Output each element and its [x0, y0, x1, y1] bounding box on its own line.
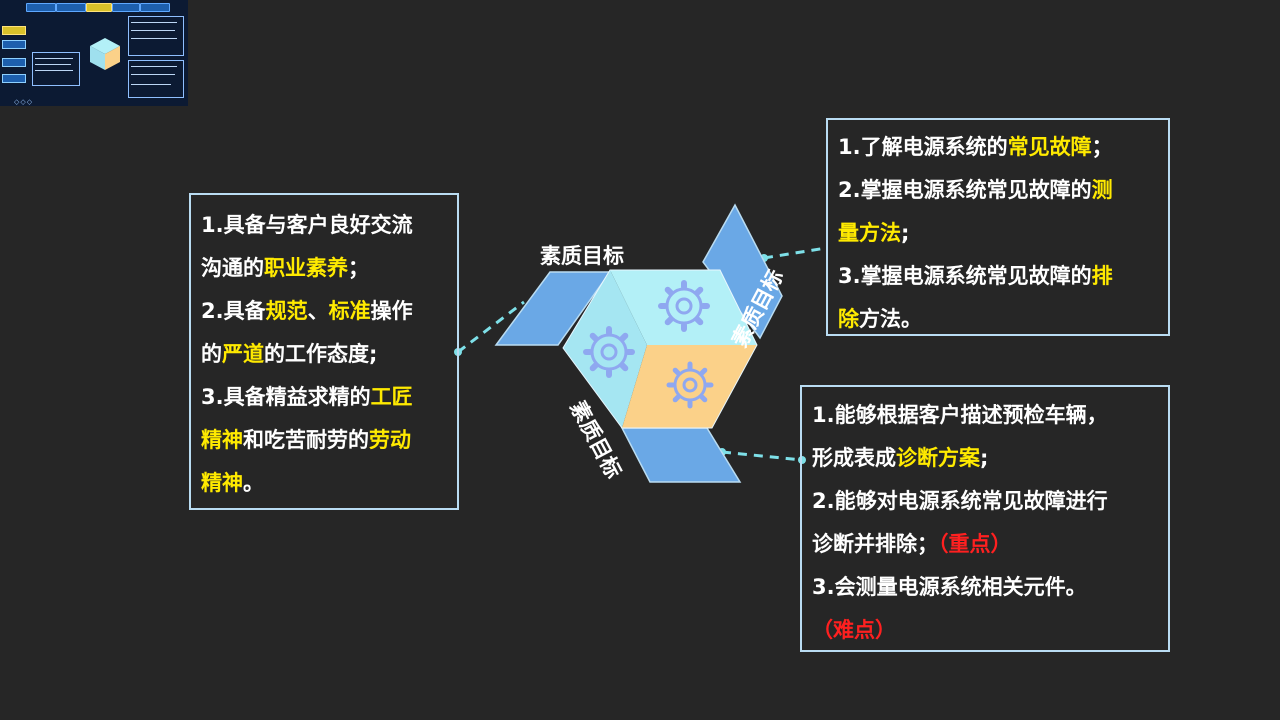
highlight-text: 排 [1091, 264, 1113, 288]
panel-top-right [702, 203, 783, 340]
text: 2.具备 [201, 299, 266, 323]
thumb-pill [2, 40, 26, 49]
text: 沟通的 [201, 256, 264, 280]
thumb-line [35, 58, 73, 59]
highlight-text: 严道 [222, 342, 264, 366]
highlight-text: 标准 [328, 299, 371, 323]
text: 的 [201, 342, 222, 366]
text: 的工作态度; [264, 342, 378, 366]
text: ; [980, 446, 989, 470]
thumb-pill [2, 74, 26, 83]
text: 形成表成 [812, 446, 896, 470]
highlight-text: 常见故障 [1007, 135, 1092, 159]
thumb-tab [56, 3, 86, 12]
text: 3.具备精益求精的 [201, 385, 371, 409]
text: 2.掌握电源系统常见故障的 [838, 178, 1092, 202]
panel-bottom [620, 427, 742, 483]
text: ； [348, 256, 369, 280]
thumb-line [131, 66, 177, 67]
text: ； [1091, 135, 1113, 159]
text: 1.具备与客户良好交流 [201, 213, 413, 237]
highlight-text: 劳动 [369, 428, 411, 452]
text: 和吃苦耐劳的 [243, 428, 369, 452]
thumb-box [32, 52, 80, 86]
card-quality-goals: 1.具备与客户良好交流 沟通的职业素养； 2.具备规范、标准操作 的严道的工作态… [189, 193, 459, 510]
gear-icon [666, 361, 714, 409]
card-knowledge-goals: 1.了解电源系统的常见故障； 2.掌握电源系统常见故障的测 量方法; 3.掌握电… [826, 118, 1170, 336]
gear-icon [583, 326, 635, 378]
text: 2.能够对电源系统常见故障进行 [812, 489, 1108, 513]
thumb-dots: ◇◇◇ [14, 98, 34, 106]
emphasis-text: （难点） [812, 618, 896, 642]
thumb-tab-active [86, 3, 112, 12]
highlight-text: 精神 [201, 471, 243, 495]
text: ; [901, 221, 910, 245]
highlight-text: 规范 [265, 299, 308, 323]
panel-left [494, 271, 612, 346]
thumb-line [131, 22, 177, 23]
text: 方法。 [859, 307, 922, 331]
highlight-text: 量方法 [838, 221, 901, 245]
highlight-text: 测 [1091, 178, 1113, 202]
thumb-pill [2, 58, 26, 67]
text: 、 [307, 299, 329, 323]
gear-icon [658, 280, 710, 332]
emphasis-text: （重点） [938, 532, 1012, 556]
thumb-box [128, 60, 184, 98]
text: 。 [243, 471, 264, 495]
thumb-line [131, 74, 175, 75]
thumb-cube-icon [90, 38, 120, 70]
highlight-text: 职业素养 [264, 256, 348, 280]
connector-bottom-right [721, 450, 803, 462]
connector-top-right [763, 246, 827, 260]
highlight-text: 工匠 [370, 385, 413, 409]
highlight-text: 除 [838, 307, 859, 331]
cube-face-left [563, 270, 647, 428]
cube-face-top [610, 270, 757, 345]
thumb-tab [112, 3, 140, 12]
connector-left [457, 300, 525, 354]
text: 诊断并排除； [812, 532, 938, 556]
text: 操作 [370, 299, 413, 323]
thumb-pill [2, 26, 26, 35]
text: 3.会测量电源系统相关元件。 [812, 575, 1087, 599]
cube-label-top: 素质目标 [540, 244, 624, 268]
thumb-box [128, 16, 184, 56]
thumb-line [35, 64, 71, 65]
text: 1.能够根据客户描述预检车辆， [812, 403, 1108, 427]
thumb-tab [140, 3, 170, 12]
thumb-line [131, 38, 177, 39]
thumb-line [131, 30, 175, 31]
highlight-text: 诊断方案 [896, 446, 980, 470]
text: 3.掌握电源系统常见故障的 [838, 264, 1092, 288]
text: 1.了解电源系统的 [838, 135, 1008, 159]
card-skill-goals: 1.能够根据客户描述预检车辆， 形成表成诊断方案; 2.能够对电源系统常见故障进… [800, 385, 1170, 652]
highlight-text: 精神 [201, 428, 243, 452]
thumb-tab [26, 3, 56, 12]
slide-thumbnail[interactable]: ◇◇◇ [0, 0, 188, 106]
thumb-line [131, 84, 171, 85]
thumb-line [35, 70, 73, 71]
